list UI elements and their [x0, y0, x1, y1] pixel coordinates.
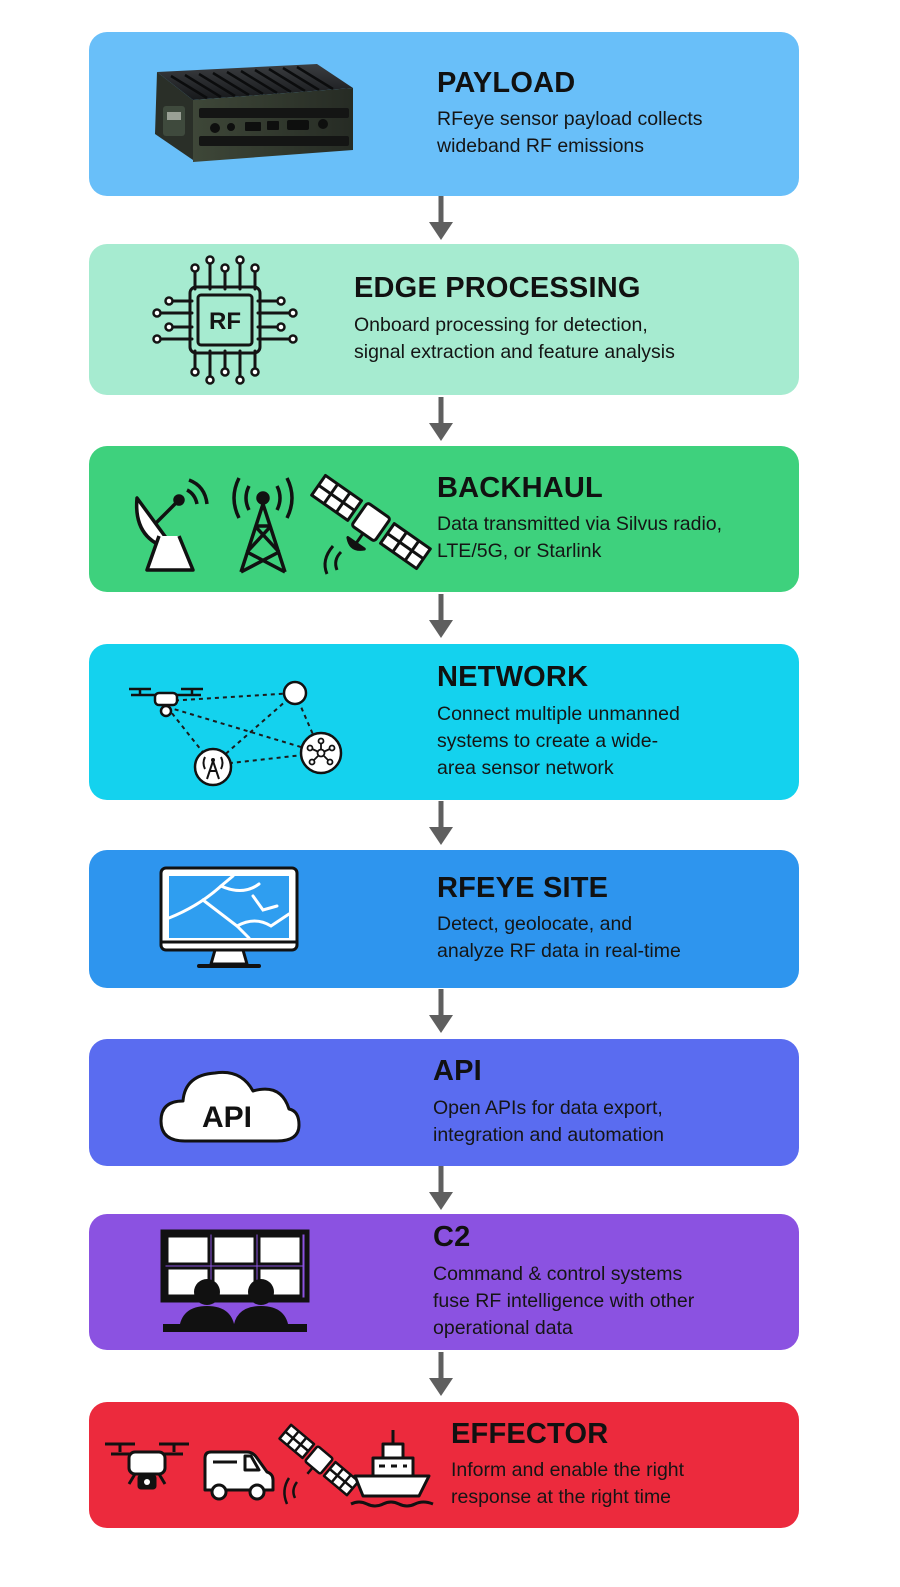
satellite-icon: [278, 1423, 360, 1497]
stage-title: EDGE PROCESSING: [354, 272, 641, 305]
stage-description: Open APIs for data export, integration a…: [433, 1096, 664, 1146]
stage-description: Inform and enable the right response at …: [451, 1459, 685, 1509]
down-arrow-icon: [429, 594, 453, 638]
stage-description: Onboard processing for detection, signal…: [354, 313, 675, 363]
down-arrow-icon: [429, 989, 453, 1033]
stage-title: RFEYE SITE: [437, 871, 609, 904]
stage-description: Data transmitted via Silvus radio, LTE/5…: [437, 513, 723, 563]
drone-network-icon: [125, 644, 375, 800]
down-arrow-icon: [429, 1352, 453, 1396]
down-arrow-icon: [429, 196, 453, 240]
hub-node-icon: [299, 731, 343, 775]
stage-card-api: API API Open APIs for data export, integ…: [89, 1039, 799, 1166]
effector-icons: [101, 1402, 441, 1528]
backhaul-icons: [123, 446, 433, 592]
payload-device-icon: [127, 32, 377, 196]
satellite-dish-icon: [134, 478, 209, 572]
down-arrow-icon: [429, 801, 453, 845]
stage-card-payload: PAYLOAD RFeye sensor payload collects wi…: [89, 32, 799, 196]
stage-title: API: [433, 1055, 482, 1088]
stage-description: Detect, geolocate, and analyze RF data i…: [437, 913, 681, 963]
stage-description: Connect multiple unmanned systems to cre…: [437, 702, 680, 779]
ship-icon: [350, 1430, 434, 1508]
drone-icon: [105, 1442, 189, 1490]
down-arrow-icon: [429, 1166, 453, 1210]
stage-card-network: NETWORK Connect multiple unmanned system…: [89, 644, 799, 800]
api-cloud-icon: API: [149, 1039, 309, 1166]
api-cloud-label: API: [202, 1101, 252, 1134]
map-monitor-icon: [159, 850, 299, 988]
stage-title: EFFECTOR: [451, 1417, 609, 1450]
down-arrow-icon: [429, 397, 453, 441]
stage-description: Command & control systems fuse RF intell…: [433, 1262, 695, 1339]
satellite-icon: [310, 473, 432, 571]
van-icon: [203, 1450, 275, 1501]
rf-chip-label: RF: [209, 308, 241, 335]
network-node-icon: [282, 680, 308, 706]
drone-icon: [129, 687, 203, 718]
stage-title: PAYLOAD: [437, 66, 576, 99]
stage-title: NETWORK: [437, 661, 589, 694]
stage-title: BACKHAUL: [437, 471, 603, 504]
rf-chip-icon: RF: [135, 244, 315, 395]
cell-tower-icon: [232, 477, 294, 574]
stage-card-backhaul: BACKHAUL Data transmitted via Silvus rad…: [89, 446, 799, 592]
operators-video-wall-icon: [155, 1214, 315, 1350]
stage-description: RFeye sensor payload collects wideband R…: [437, 108, 703, 158]
stage-card-effector: EFFECTOR Inform and enable the right res…: [89, 1402, 799, 1528]
stage-card-rfeye-site: RFEYE SITE Detect, geolocate, and analyz…: [89, 850, 799, 988]
stage-card-edge-processing: RF EDGE PROCESSING Onboard processing fo…: [89, 244, 799, 395]
stage-title: C2: [433, 1221, 471, 1254]
tower-node-icon: [193, 747, 233, 787]
stage-card-c2: C2 Command & control systems fuse RF int…: [89, 1214, 799, 1350]
